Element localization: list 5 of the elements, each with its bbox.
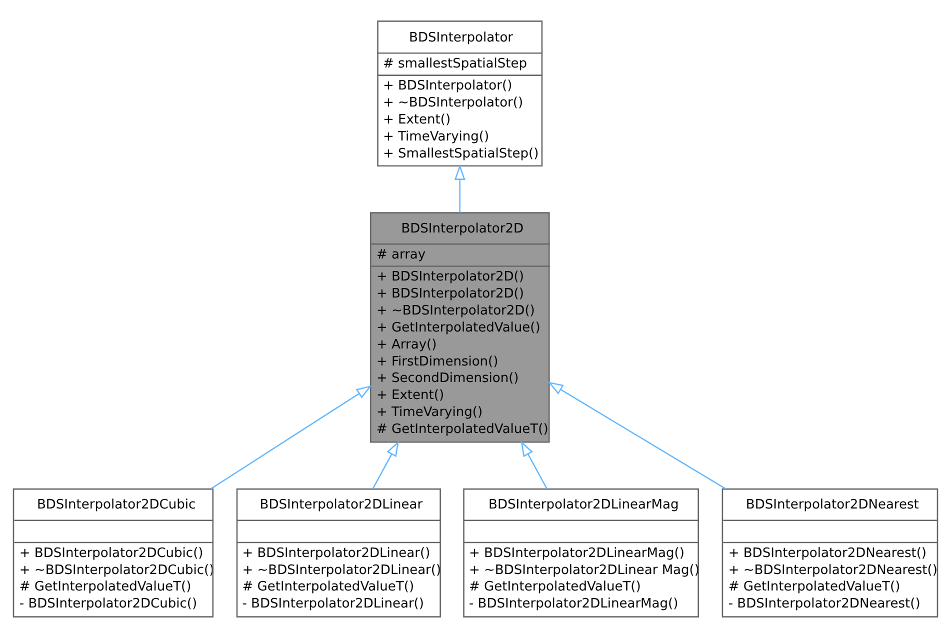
arrow [372, 440, 399, 489]
arrow [520, 440, 548, 489]
arrow [548, 381, 726, 490]
arrow [454, 164, 466, 212]
arrow [210, 384, 372, 489]
